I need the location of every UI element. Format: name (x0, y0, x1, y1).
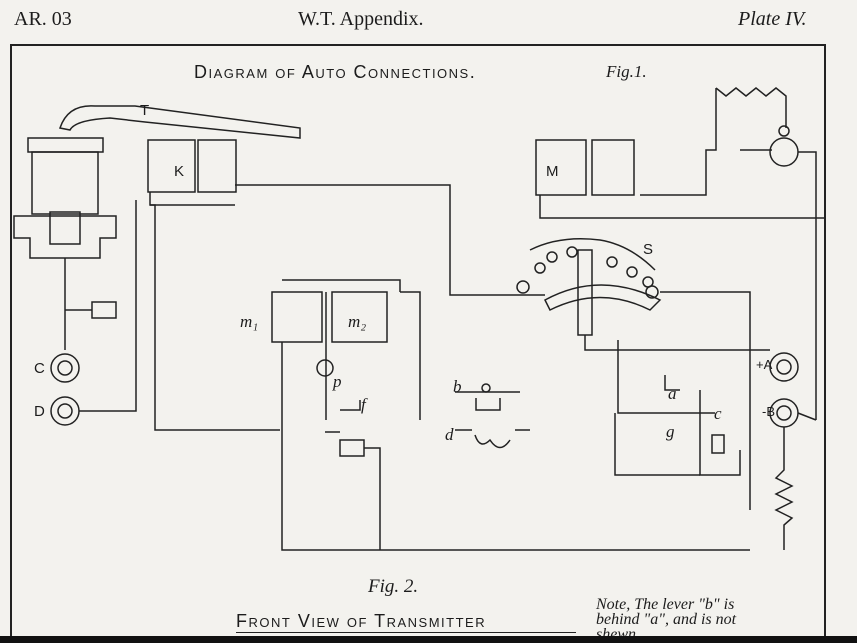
sender-cap (27, 137, 104, 153)
pivot-p (316, 359, 334, 377)
label-a: a (668, 384, 677, 403)
label-m2: m₂ (348, 312, 367, 331)
label-t: T (140, 102, 150, 119)
label-g: g (666, 422, 675, 441)
scan-edge (0, 636, 857, 643)
key-k-coil-left (147, 139, 196, 193)
contact-c (711, 434, 725, 454)
switch-s-handle (577, 249, 593, 336)
label-terminal-d: D (34, 403, 45, 420)
coil-d (474, 434, 511, 449)
terminal-a (769, 352, 799, 382)
sender-base (13, 215, 117, 259)
plate-number: Plate IV. (738, 8, 807, 30)
label-terminal-a: +A (756, 357, 773, 372)
label-p: p (333, 372, 342, 391)
label-f: f (361, 395, 366, 414)
fig1-title: Diagram of Auto Connections. (194, 62, 477, 82)
bottom-resistor (774, 427, 794, 550)
label-m: M (546, 163, 559, 180)
relay-m1 (271, 291, 323, 343)
label-k: K (174, 163, 185, 180)
plate-frame (10, 44, 826, 643)
label-m1: m₁ (240, 312, 259, 331)
label-b: b (453, 377, 462, 396)
label-d: d (445, 425, 454, 444)
label-terminal-c: C (34, 360, 45, 377)
key-k-coil-right (197, 139, 237, 193)
terminal-c (50, 353, 80, 383)
transmit-lever-t (59, 105, 301, 139)
coherer-disc (769, 137, 799, 167)
sender-body (31, 151, 99, 215)
condenser-left (91, 301, 117, 319)
label-s: S (643, 241, 654, 258)
fig2-tag: Fig. 2. (368, 576, 419, 597)
note-line-2: behind "a", and is not (596, 611, 737, 628)
label-terminal-b: -B (762, 404, 775, 419)
note-text: Note, The lever "b" is behind "a", and i… (596, 596, 836, 643)
top-resistor (715, 87, 787, 128)
fig2-title: Front View of Transmitter (236, 611, 487, 631)
switch-s-arc (544, 284, 662, 312)
note-line-1: Note, The lever "b" is (596, 596, 735, 613)
appendix-title: W.T. Appendix. (298, 8, 424, 30)
condenser-f (339, 439, 365, 457)
terminal-d (50, 396, 80, 426)
fig1-tag: Fig.1. (606, 62, 647, 81)
relay-m2 (331, 291, 388, 343)
contact-b (481, 383, 491, 393)
relay-m-left (535, 139, 587, 196)
fig2-underline (236, 632, 576, 633)
label-c: c (714, 404, 722, 423)
relay-m-right (591, 139, 635, 196)
plate-ref: AR. 03 (14, 8, 72, 30)
sender-spring (49, 211, 81, 245)
